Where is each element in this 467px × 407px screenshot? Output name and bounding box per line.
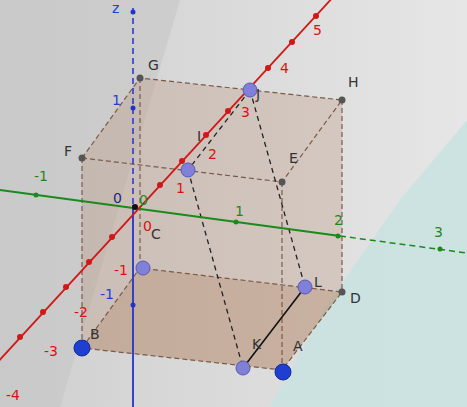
axis-label: 4 [280, 60, 289, 76]
axis-label: 5 [313, 22, 322, 38]
axis-label: 1 [235, 203, 244, 219]
axis-label: -1 [100, 286, 114, 302]
axis-label: -3 [44, 343, 58, 359]
point-label: F [64, 143, 72, 159]
axis-label: -2 [74, 304, 88, 320]
axis-label: 3 [241, 104, 250, 120]
axis-label: 1 [176, 180, 185, 196]
axis-label: 2 [334, 212, 343, 228]
axis-label: 0 [139, 192, 148, 208]
point-label: H [348, 74, 359, 90]
point-label: L [314, 274, 322, 290]
axis-label: 0 [113, 190, 122, 206]
axis-label: 3 [434, 224, 443, 240]
point-label: G [148, 57, 159, 73]
point-label: z [112, 0, 119, 16]
axis-label: 2 [208, 146, 217, 162]
axis-label: -1 [34, 168, 48, 184]
point-label: E [289, 150, 298, 166]
point-label: C [151, 226, 161, 242]
axis-label: 0 [143, 218, 152, 234]
axis-label: -4 [6, 387, 20, 403]
point-label: K [252, 336, 261, 352]
axis-label: 1 [112, 92, 121, 108]
point-label: D [350, 290, 361, 306]
point-label: J [256, 86, 260, 102]
point-label: B [90, 326, 100, 342]
axis-label: -1 [114, 262, 128, 278]
point-label: A [293, 338, 303, 354]
point-label: I [197, 128, 201, 144]
